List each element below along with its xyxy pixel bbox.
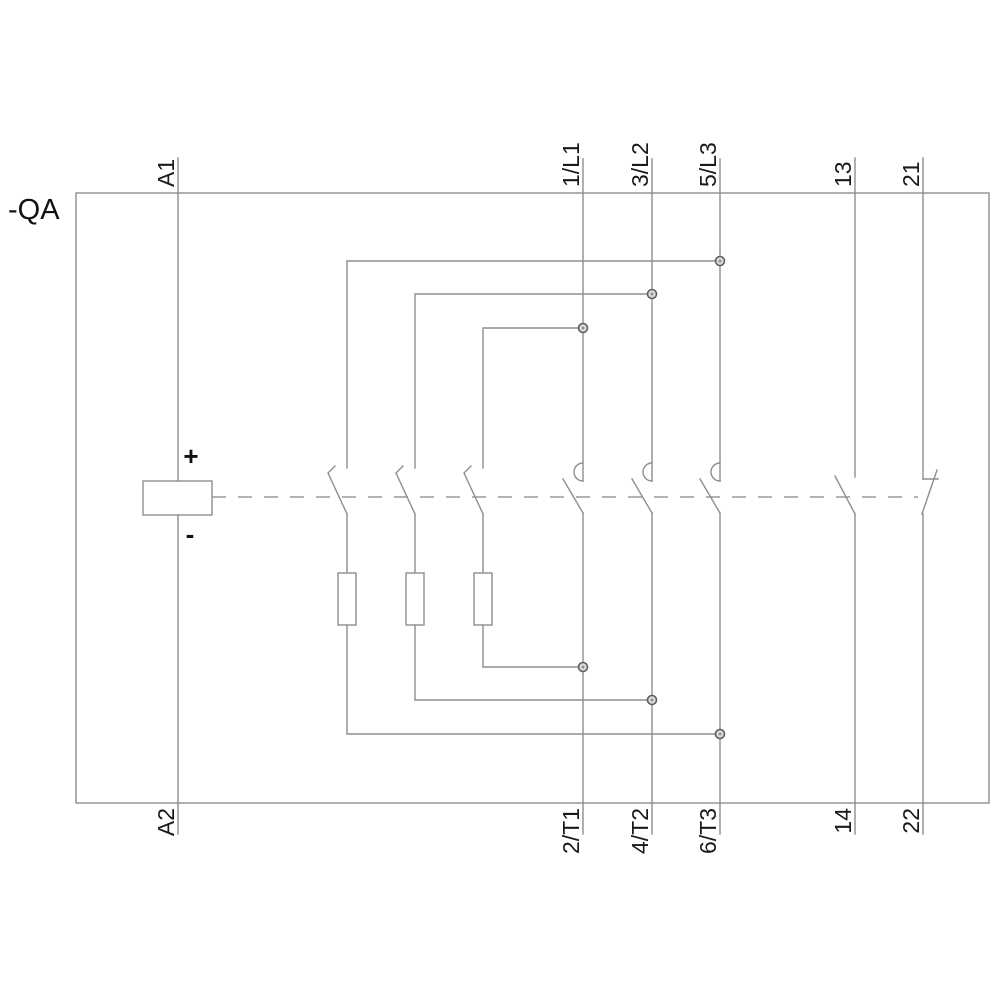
pole3-contact-blade	[699, 478, 721, 514]
bottom-terminal-labels: A2 2/T1 4/T2 6/T3 14 22	[153, 808, 924, 854]
branch2-top-wire	[414, 293, 653, 469]
terminal-label-1l1: 1/L1	[558, 142, 584, 187]
terminal-label-4t2: 4/T2	[627, 808, 653, 854]
branch2-bottom-wire	[414, 624, 653, 701]
junction-dot-center	[650, 698, 654, 702]
aux-no-contact-13-14	[834, 157, 856, 835]
main-pole-1	[562, 158, 584, 835]
device-designation-label: -QA	[8, 194, 60, 226]
terminal-label-a1: A1	[153, 159, 179, 187]
branch3-top-wire	[482, 327, 584, 469]
junction-dot-center	[650, 292, 654, 296]
branch3-no-contact-blade	[463, 465, 484, 515]
aux-nc-contact-21-22	[921, 157, 939, 835]
terminal-label-3l2: 3/L2	[627, 142, 653, 187]
coil-minus-sign: -	[186, 519, 195, 549]
terminal-label-21: 21	[898, 161, 924, 187]
aux13-contact-blade	[834, 475, 856, 515]
branch1-top-wire	[346, 260, 721, 469]
pole2-contactor-function-arc	[642, 462, 653, 482]
branch2-resistor-symbol	[405, 572, 425, 626]
terminal-label-5l3: 5/L3	[695, 142, 721, 187]
aux21-contact-blade	[921, 469, 938, 515]
junction-dot-center	[581, 665, 585, 669]
terminal-label-13: 13	[830, 161, 856, 187]
junction-dot-center	[718, 732, 722, 736]
junction-dot-center	[718, 259, 722, 263]
coil-branch: + -	[142, 157, 213, 835]
precharge-branch-3	[463, 327, 584, 668]
device-boundary-frame	[75, 192, 990, 804]
coil-plus-sign: +	[183, 441, 198, 471]
coil-symbol	[142, 480, 213, 516]
junction-dots	[577, 255, 726, 740]
precharge-branch-2	[395, 293, 653, 701]
top-terminal-labels: A1 1/L1 3/L2 5/L3 13 21	[153, 142, 924, 187]
main-pole-3	[699, 158, 721, 835]
branch3-bottom-wire	[482, 624, 584, 668]
pole3-contactor-function-arc	[710, 462, 721, 482]
terminal-label-6t3: 6/T3	[695, 808, 721, 854]
terminal-label-22: 22	[898, 808, 924, 834]
main-pole-2	[631, 158, 653, 835]
branch2-no-contact-blade	[395, 465, 416, 515]
branch1-bottom-wire	[346, 624, 721, 735]
terminal-label-2t1: 2/T1	[558, 808, 584, 854]
terminal-label-14: 14	[830, 808, 856, 834]
junction-dot-center	[581, 326, 585, 330]
precharge-branch-1	[327, 260, 721, 735]
terminal-label-a2: A2	[153, 808, 179, 836]
pole1-contact-blade	[562, 478, 584, 514]
pole1-contactor-function-arc	[573, 462, 584, 482]
branch1-resistor-symbol	[337, 572, 357, 626]
branch1-no-contact-blade	[327, 465, 348, 515]
pole2-contact-blade	[631, 478, 653, 514]
branch3-resistor-symbol	[473, 572, 493, 626]
